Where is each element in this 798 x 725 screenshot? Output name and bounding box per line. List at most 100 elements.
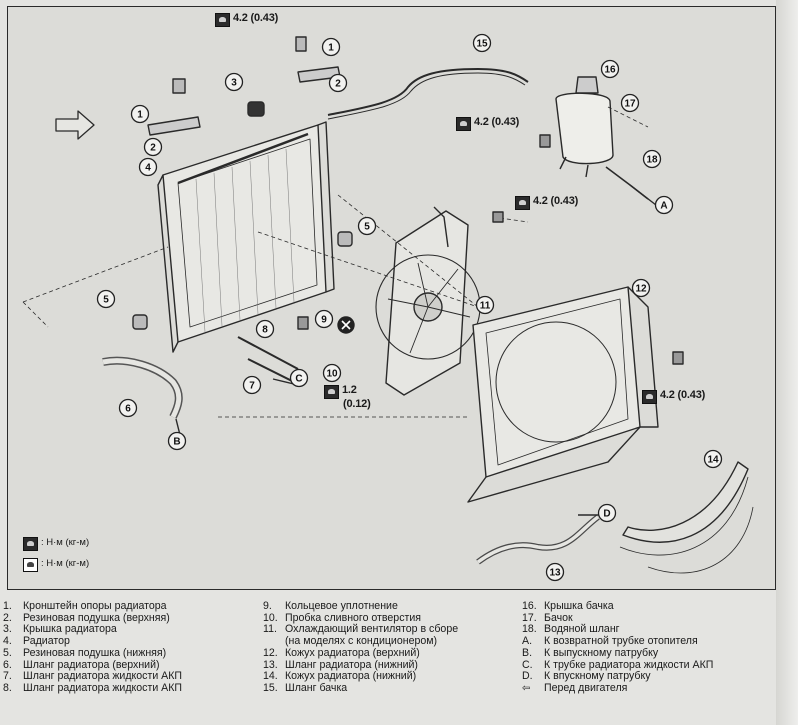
legend-item-text: Кожух радиатора (верхний) (285, 646, 420, 659)
torque-value-fan: 4.2 (0.43) (533, 195, 579, 207)
legend-item-text: Радиатор (23, 635, 70, 648)
torque-key-label: : Н·м (кг-м) (41, 558, 90, 569)
svg-text:B: B (173, 437, 180, 448)
front-arrow-icon: ⇦ (522, 682, 531, 694)
svg-text:11: 11 (480, 301, 491, 312)
legend-item-text: (на моделях с кондиционером) (285, 635, 438, 648)
legend-item: D.К впускному патрубку (522, 671, 713, 683)
svg-text:D: D (603, 509, 610, 520)
torque-value-reservoir: 4.2 (0.43) (474, 116, 520, 128)
legend-item-number: 10. (263, 611, 278, 624)
legend-item: 3. Крышка радиатора (3, 624, 182, 636)
legend-item-text: Резиновая подушка (нижняя) (23, 646, 167, 659)
svg-text:13: 13 (549, 568, 561, 579)
legend-item-number: 13. (263, 658, 278, 671)
legend-item-text: Бачок (544, 611, 573, 624)
legend-item-text: Охлаждающий вентилятор в сборе (285, 623, 459, 636)
legend-item-number: 16. (522, 600, 537, 612)
legend-item: 7. Шланг радиатора жидкости АКП (3, 671, 182, 683)
legend-item-number: 18. (522, 623, 537, 636)
svg-text:8: 8 (262, 325, 268, 336)
legend-item-number: 12. (263, 646, 278, 659)
legend-item: 4. Радиатор (3, 635, 182, 648)
svg-text:5: 5 (103, 295, 109, 306)
legend-item: 8. Шланг радиатора жидкости АКП (3, 681, 183, 695)
legend-item-number: 7. (3, 670, 12, 683)
svg-text:2: 2 (335, 79, 341, 90)
legend-item-number: 17. (522, 611, 537, 624)
diagram-drawing: 1 1 2 2 3 4 5 5 6 7 8 9 10 11 12 13 14 1… (22, 33, 754, 582)
torque-value-shroud: 4.2 (0.43) (660, 389, 706, 401)
torque-value-drain-kgm: (0.12) (343, 398, 371, 410)
legend-item-number: A. (522, 635, 533, 648)
legend-item-text: К впускному патрубку (544, 670, 651, 683)
legend-item-number: 4. (3, 635, 12, 648)
legend-item-number: C. (522, 658, 533, 671)
svg-text:A: A (660, 201, 667, 212)
legend-item: 6.Шланг радиатора (верхний) (3, 659, 182, 672)
legend-item-number: B. (522, 646, 533, 659)
legend-item-text: Шланг радиатора жидкости АКП (23, 670, 183, 683)
legend-item-number: 1. (3, 600, 12, 612)
legend-item: 15.Шланг бачка (263, 681, 458, 695)
svg-text:16: 16 (604, 65, 616, 76)
svg-text:1: 1 (137, 110, 143, 121)
legend-item: 18. Водяной шланг (522, 624, 713, 636)
legend-item-text: К выпускному патрубку (544, 646, 659, 659)
svg-text:15: 15 (476, 39, 488, 50)
legend-item: 11. Охлаждающий вентилятор в сборе (263, 624, 458, 636)
svg-text:9: 9 (321, 315, 327, 326)
legend-item: A. К возвратной трубке отопителя (522, 635, 713, 648)
legend-item-number: 11. (263, 623, 277, 636)
svg-text:14: 14 (707, 455, 719, 466)
exploded-diagram: 1 1 2 2 3 4 5 5 6 7 8 9 10 11 12 13 14 1… (7, 6, 776, 590)
legend-item-text: К возвратной трубке отопителя (544, 635, 698, 648)
legend-item: 10. Пробка сливного отверстия (263, 611, 458, 625)
legend-item-text: Водяной шланг (544, 623, 620, 636)
svg-text:7: 7 (249, 381, 255, 392)
legend-item-text: Перед двигателя (544, 681, 628, 694)
svg-text:5: 5 (364, 222, 370, 233)
torque-wrench-icon (23, 537, 38, 551)
legend-item-text: Шланг радиатора (нижний) (285, 658, 418, 671)
svg-text:6: 6 (125, 404, 131, 415)
torque-wrench-icon (515, 196, 530, 210)
legend-item: 12. Кожух радиатора (верхний) (263, 646, 458, 660)
legend-item: 5. Резиновая подушка (нижняя) (3, 646, 182, 660)
svg-text:1: 1 (328, 43, 334, 54)
svg-text:18: 18 (646, 155, 658, 166)
legend-item-text: Кожух радиатора (нижний) (285, 670, 417, 683)
legend-item-number: 8. (3, 681, 12, 694)
legend-item-text: Крышка бачка (544, 600, 614, 612)
legend-item-text: Резиновая подушка (верхняя) (23, 611, 170, 624)
legend-item: ⇦ Перед двигателя (522, 681, 713, 695)
legend-item-number: 9. (263, 600, 272, 612)
torque-wrench-icon (456, 117, 471, 131)
legend-item-number: 15. (263, 681, 278, 694)
legend-item: 13. Шланг радиатора (нижний) (263, 658, 458, 672)
legend-item: 9. Кольцевое уплотнение (263, 600, 458, 613)
svg-text:3: 3 (231, 78, 237, 89)
torque-wrench-open-icon (23, 558, 38, 572)
legend-column-2: 9. Кольцевое уплотнение 10. Пробка сливного… (263, 600, 458, 695)
legend-item-text: Крышка радиатора (23, 623, 117, 636)
legend-item: 16. Крышка бачка (522, 600, 713, 613)
torque-wrench-icon (215, 13, 230, 27)
legend-item-text: Кронштейн опоры радиатора (23, 600, 167, 612)
torque-value-top: 4.2 (0.43) (233, 12, 279, 24)
svg-text:10: 10 (326, 369, 338, 380)
legend-item-text: Пробка сливного отверстия (285, 611, 422, 624)
legend-item: 1. Кронштейн опоры радиатора (3, 600, 182, 613)
svg-text:C: C (295, 374, 302, 385)
legend-item-text: Кольцевое уплотнение (285, 600, 398, 612)
legend-item-number: 3. (3, 623, 12, 636)
svg-text:2: 2 (150, 143, 156, 154)
legend-item: 14. Кожух радиатора (нижний) (263, 671, 458, 683)
legend-item: B. К выпускному патрубку (522, 646, 713, 660)
legend-item-text: Шланг радиатора жидкости АКП (23, 681, 183, 694)
legend-item-number: 5. (3, 646, 12, 659)
svg-text:12: 12 (635, 284, 647, 295)
legend-item-number: 14. (263, 670, 278, 683)
